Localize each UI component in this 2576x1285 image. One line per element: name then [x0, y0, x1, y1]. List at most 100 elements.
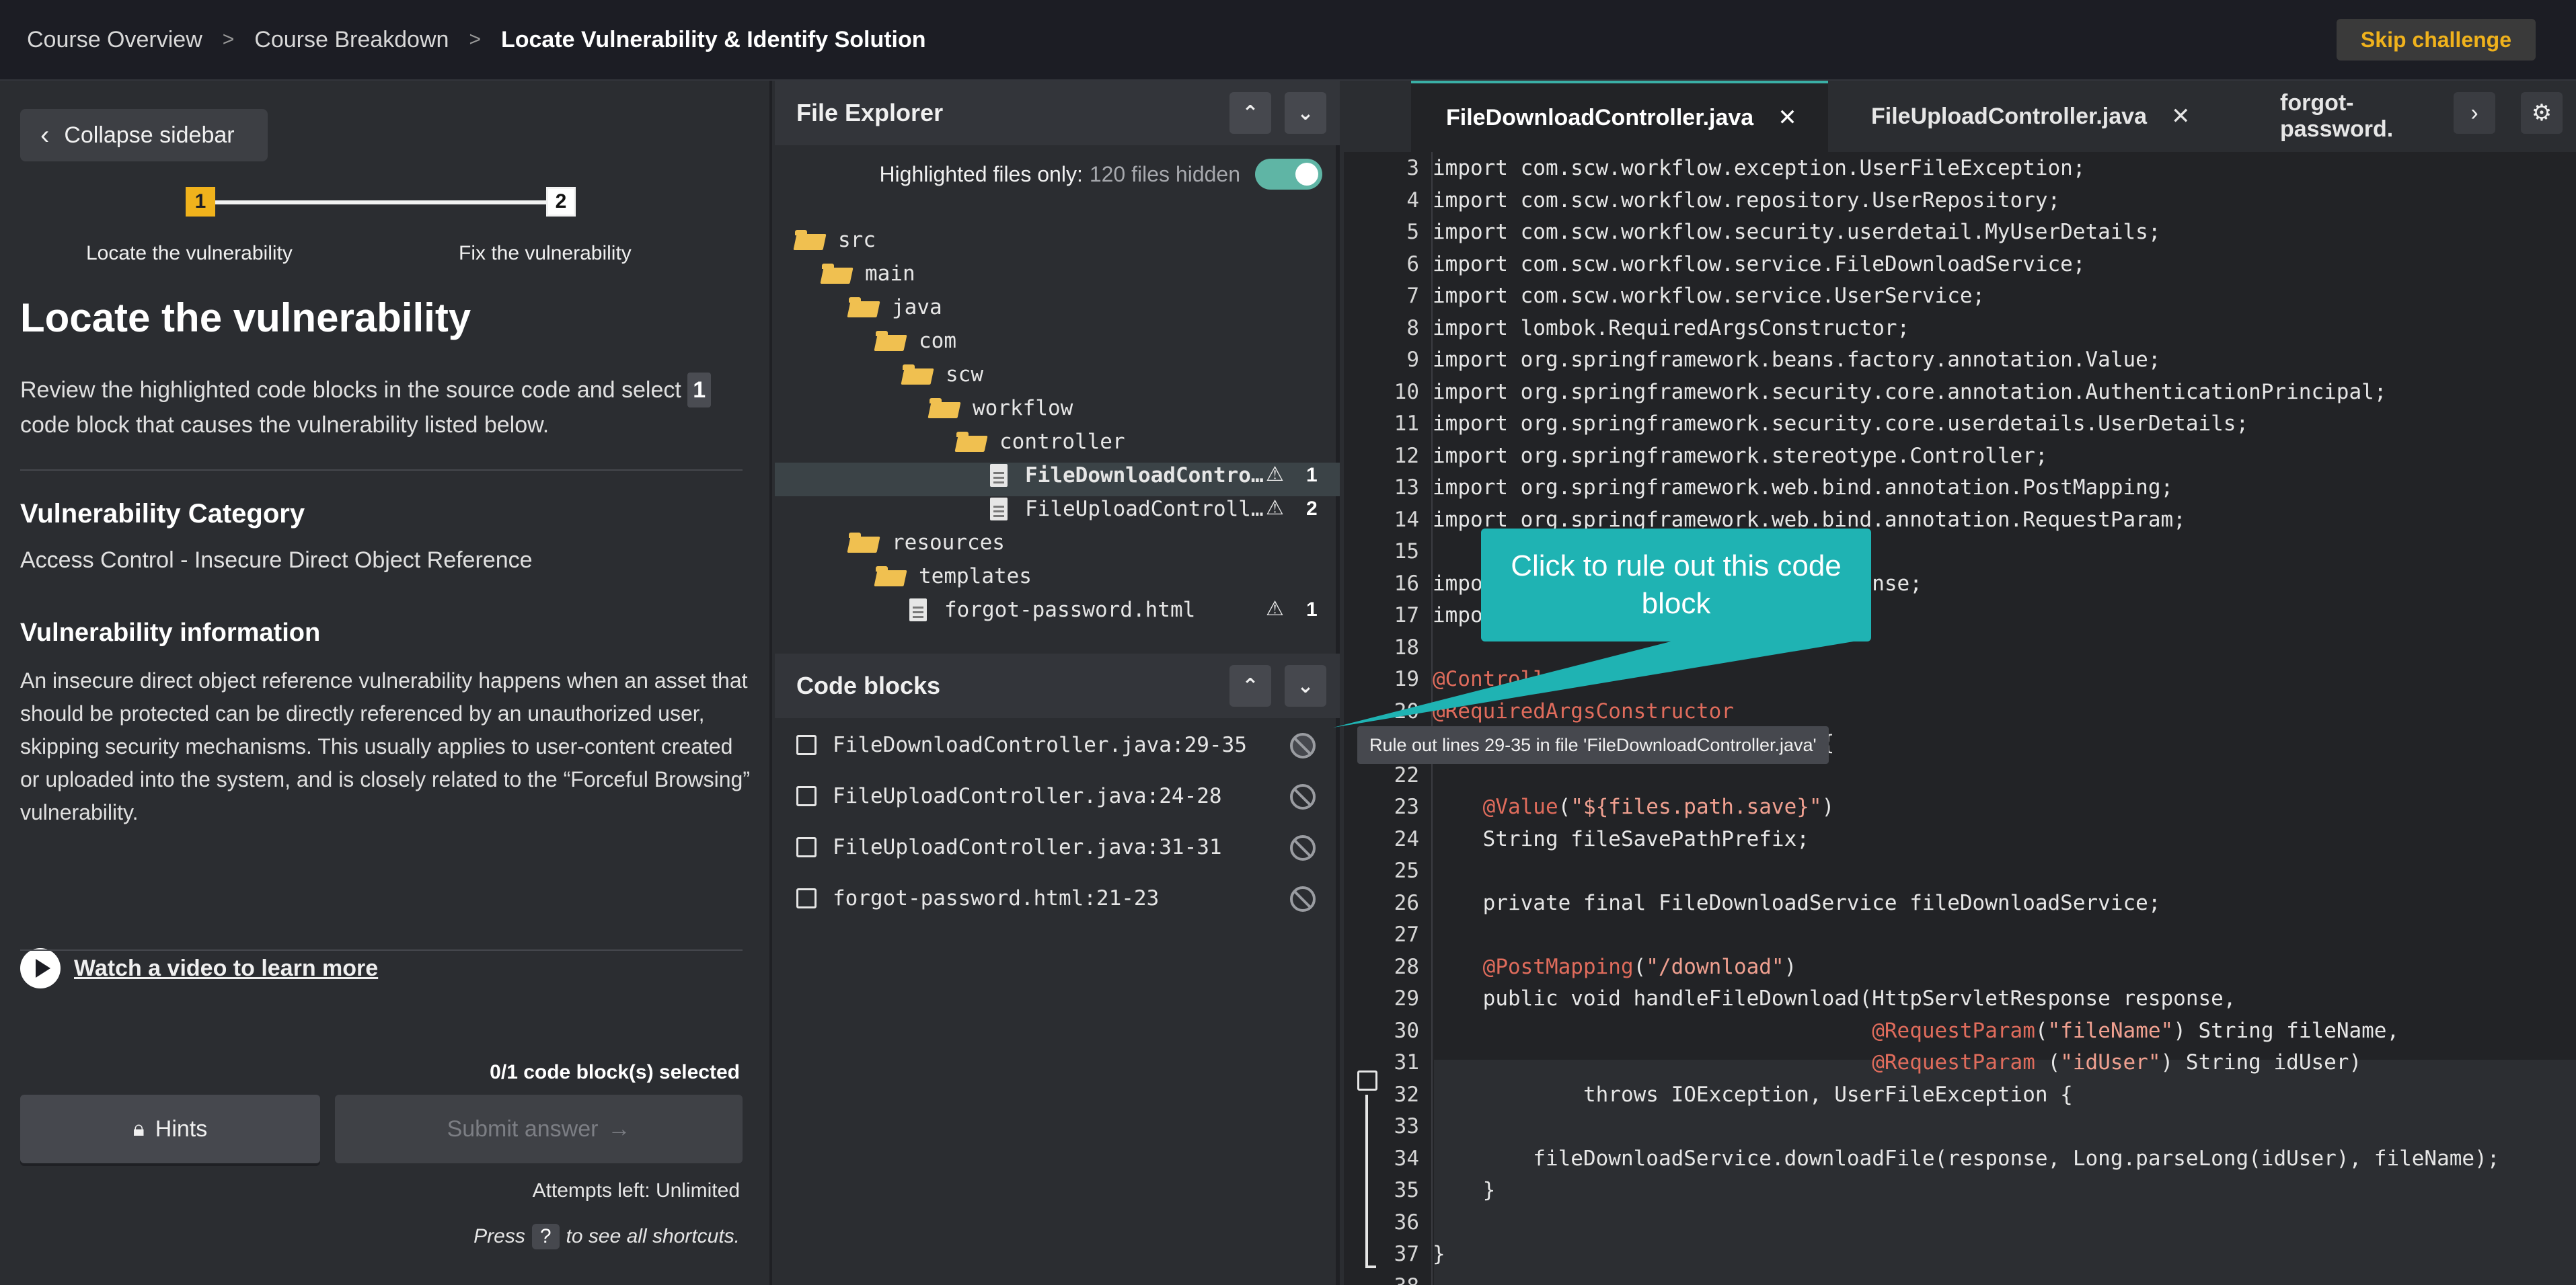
line-number: 9 [1406, 348, 1419, 372]
chevron-right-icon: > [222, 28, 235, 50]
stepper-line [199, 200, 560, 204]
collapse-sidebar-label: Collapse sidebar [64, 122, 235, 148]
tree-folder[interactable]: templates [876, 559, 1032, 593]
tree-folder[interactable]: src [795, 223, 876, 257]
line-number: 27 [1394, 923, 1419, 947]
code-block-checkbox[interactable] [1357, 1070, 1377, 1091]
chevron-up-icon[interactable]: ⌃ [1229, 92, 1271, 134]
line-text: @PostMapping("/download") [1482, 954, 1797, 979]
line-text: fileDownloadService.downloadFile(respons… [1433, 1146, 2500, 1171]
folder-icon [876, 566, 905, 586]
tree-file[interactable]: FileDownloadContro… [990, 459, 1264, 492]
highlighted-files-toggle-row: Highlighted files only: 120 files hidden [879, 159, 1322, 190]
tree-folder[interactable]: workflow [930, 391, 1073, 425]
line-number: 11 [1394, 412, 1419, 436]
warning-icon: ⚠ [1266, 598, 1284, 620]
vulnerability-info-text: An insecure direct object reference vuln… [20, 668, 750, 824]
breadcrumb-course-breakdown[interactable]: Course Breakdown [254, 26, 449, 52]
submit-answer-button[interactable]: Submit answer → [335, 1095, 743, 1163]
line-number: 4 [1406, 188, 1419, 212]
tree-file[interactable]: forgot-password.html [909, 593, 1195, 627]
line-number: 28 [1394, 954, 1419, 979]
code-block-checkbox[interactable] [796, 888, 817, 908]
breadcrumb-current: Locate Vulnerability & Identify Solution [500, 26, 926, 52]
divider [20, 949, 743, 951]
breadcrumb-course-overview[interactable]: Course Overview [27, 26, 202, 52]
line-text: @RequestParam ("idUser") String idUser) [1872, 1050, 2362, 1075]
code-line: 30 @RequestParam("fileName") String file… [1344, 1015, 2576, 1047]
line-text: @Controller [1433, 667, 1571, 691]
code-line: 36 [1344, 1206, 2576, 1239]
chevron-up-icon[interactable]: ⌃ [1229, 665, 1271, 707]
tree-folder[interactable]: java [849, 290, 942, 324]
tree-file[interactable]: FileUploadControll… [990, 492, 1264, 526]
line-text: import org.springframework.security.core… [1433, 379, 2387, 404]
code-block-label: FileUploadController.java:31-31 [833, 835, 1222, 859]
rule-out-icon[interactable] [1290, 733, 1316, 758]
chevron-down-icon[interactable]: ⌄ [1285, 92, 1326, 134]
tree-folder[interactable]: controller [956, 425, 1125, 459]
rule-out-icon[interactable] [1290, 835, 1316, 861]
code-block-item[interactable]: FileDownloadController.java:29-35 [788, 726, 1326, 764]
gear-icon[interactable]: ⚙︎ [2521, 92, 2563, 134]
code-line: 25 [1344, 855, 2576, 887]
folder-icon [956, 432, 986, 452]
step-1-marker[interactable]: 1 [186, 187, 215, 217]
chevron-down-icon[interactable]: ⌄ [1285, 665, 1326, 707]
shortcut-key[interactable]: ? [531, 1224, 560, 1249]
line-number: 12 [1394, 443, 1419, 468]
code-block-item[interactable]: forgot-password.html:21-23 [788, 880, 1326, 917]
line-number: 37 [1394, 1242, 1419, 1266]
watch-video-link[interactable]: Watch a video to learn more [20, 948, 378, 988]
line-text: impo [1433, 603, 1483, 627]
highlighted-code-block[interactable] [1434, 1060, 2576, 1285]
line-number: 26 [1394, 890, 1419, 915]
line-text: @Value("${files.path.save}") [1482, 795, 1835, 819]
highlight-count: 1 [1306, 598, 1318, 621]
line-number: 38 [1344, 1270, 1419, 1285]
line-number: 20 [1394, 699, 1419, 724]
rule-out-icon[interactable] [1290, 886, 1316, 912]
tab-file-upload-controller[interactable]: FileUploadController.java✕ [1836, 81, 2240, 152]
close-icon[interactable]: ✕ [1778, 105, 1797, 130]
skip-challenge-button[interactable]: Skip challenge [2336, 19, 2536, 61]
tab-forgot-password[interactable]: forgot-password. [2245, 81, 2460, 152]
line-number: 6 [1406, 251, 1419, 276]
tree-folder[interactable]: main [822, 257, 915, 290]
rule-out-tooltip: Rule out lines 29-35 in file 'FileDownlo… [1357, 726, 1829, 764]
code-block-checkbox[interactable] [796, 786, 817, 806]
hints-button[interactable]: 🔒︎ Hints [20, 1095, 320, 1163]
step-2-marker[interactable]: 2 [546, 187, 576, 217]
file-icon [909, 598, 927, 621]
highlighted-files-label: Highlighted files only: [879, 161, 1083, 186]
highlight-count: 1 [1306, 464, 1318, 486]
close-icon[interactable]: ✕ [2170, 104, 2191, 129]
code-block-item[interactable]: FileUploadController.java:24-28 [788, 777, 1326, 815]
folder-icon [849, 533, 878, 553]
code-line: 38 [1344, 1270, 2576, 1285]
chevron-right-icon[interactable]: › [2454, 92, 2495, 134]
vulnerability-info-heading: Vulnerability information [20, 619, 321, 647]
code-block-item[interactable]: FileUploadController.java:31-31 [788, 828, 1326, 866]
line-text: public void handleFileDownload(HttpServl… [1433, 986, 2236, 1011]
tree-folder[interactable]: com [876, 324, 956, 358]
code-block-checkbox[interactable] [796, 735, 817, 755]
collapse-sidebar-button[interactable]: ‹ Collapse sidebar [20, 109, 268, 161]
tree-item-label: main [865, 262, 915, 286]
highlighted-files-toggle[interactable] [1255, 159, 1322, 190]
tree-folder[interactable]: scw [903, 358, 983, 391]
tree-item-label: resources [892, 531, 1005, 555]
shortcuts-hint: Press ? to see all shortcuts. [473, 1224, 740, 1249]
rule-out-icon[interactable] [1290, 784, 1316, 810]
tab-file-download-controller[interactable]: FileDownloadController.java✕ [1411, 81, 1828, 152]
code-block-checkbox[interactable] [796, 837, 817, 857]
play-icon [20, 948, 61, 988]
line-number: 3 [1406, 156, 1419, 180]
file-icon [990, 498, 1008, 520]
code-block-label: FileUploadController.java:24-28 [833, 784, 1222, 808]
tree-folder[interactable]: resources [849, 526, 1005, 559]
